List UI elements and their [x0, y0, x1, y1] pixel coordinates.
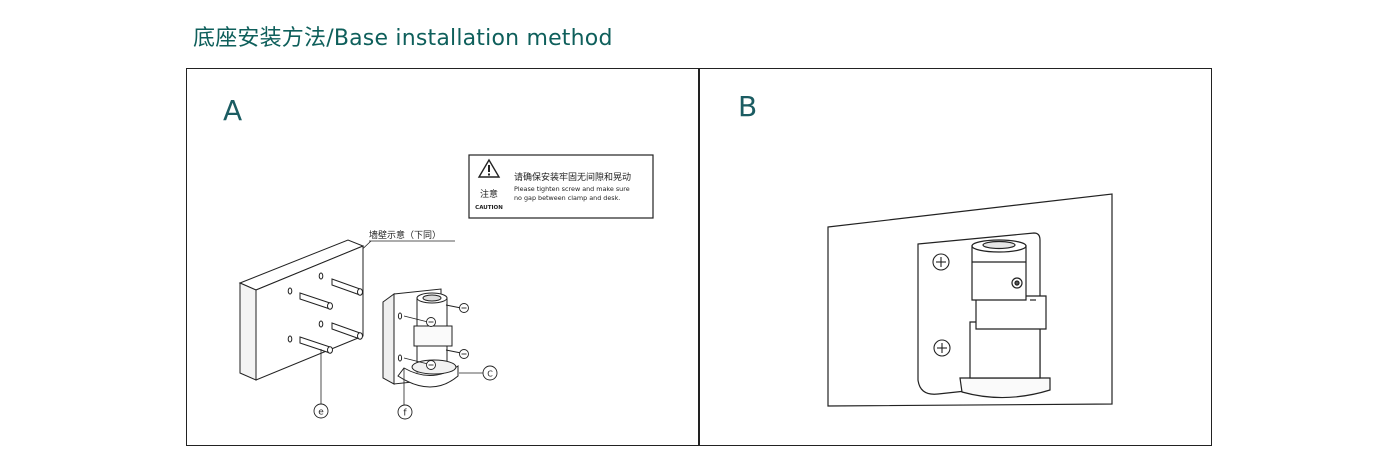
caution-line-cn: 请确保安装牢固无间隙和晃动 [514, 171, 631, 183]
caution-note-en: CAUTION [475, 205, 503, 211]
anchor-bolts [299, 278, 363, 354]
panel-a-illustration: 注意 CAUTION 请确保安装牢固无间隙和晃动 Please tighten … [238, 154, 654, 420]
svg-text:e: e [318, 408, 324, 418]
callout-f: f [397, 404, 413, 420]
caution-line-en-2: no gap between clamp and desk. [514, 194, 620, 202]
panel-divider [698, 68, 700, 446]
wall-label: 墙壁示意（下同） [369, 229, 441, 241]
screw-icon [403, 303, 469, 370]
caution-box: 注意 CAUTION 请确保安装牢固无间隙和晃动 Please tighten … [468, 154, 654, 219]
caution-note-cn: 注意 [480, 188, 498, 200]
panel-b-illustration [827, 193, 1113, 407]
panel-a-label: A [223, 94, 243, 127]
screw-icon [932, 253, 951, 357]
page-title: 底座安装方法/Base installation method [193, 26, 613, 51]
warning-icon [477, 158, 501, 178]
callout-e: e [313, 403, 329, 419]
caution-line-en-1: Please tighten screw and make sure [514, 185, 630, 193]
svg-text:C: C [487, 370, 493, 379]
base-bracket [382, 288, 459, 388]
wall-board [238, 239, 365, 381]
base-foot [959, 377, 1051, 399]
svg-text:f: f [403, 409, 407, 419]
panel-b-label: B [738, 90, 758, 123]
callout-c: C [482, 365, 498, 381]
